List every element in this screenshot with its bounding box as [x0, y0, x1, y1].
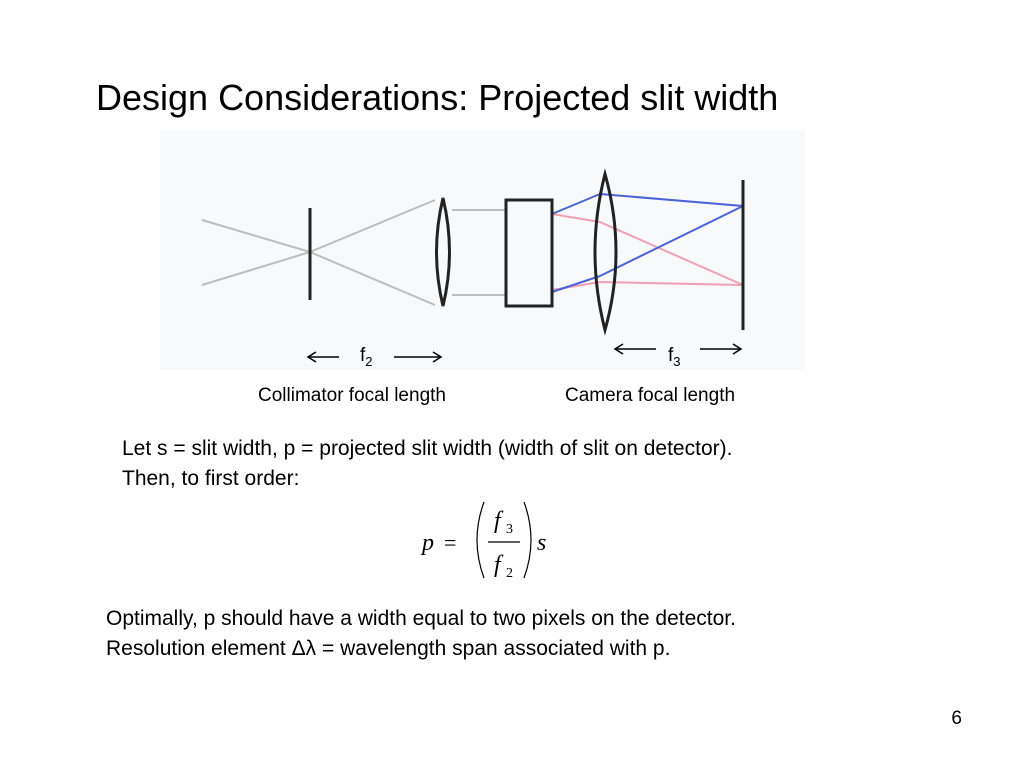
- left-paren: [476, 501, 485, 579]
- spectrograph-sketch: [160, 130, 805, 370]
- ray-upper-in: [201, 219, 311, 253]
- ray-lower-out: [309, 251, 436, 306]
- blue-ray-2: [599, 193, 744, 207]
- blue-rays: [551, 193, 744, 293]
- sketch-background: [160, 130, 805, 370]
- projected-width-formula: p = f 3 f 2 s: [420, 501, 546, 580]
- right-paren: [523, 501, 532, 579]
- f2-right-arrow-icon: [394, 351, 443, 363]
- formula-lhs: p: [420, 530, 434, 556]
- blue-ray-3: [551, 275, 601, 293]
- dispersive-element: [504, 198, 554, 308]
- definition-line: Let s = slit width, p = projected slit w…: [122, 437, 733, 460]
- f2-left-arrow-icon: [306, 351, 339, 363]
- camera-lens: [593, 168, 618, 336]
- collimator-caption: Collimator focal length: [258, 385, 446, 406]
- gray-rays: [201, 199, 506, 306]
- blue-ray-4: [599, 205, 744, 277]
- red-rays: [551, 213, 744, 291]
- optics: [308, 168, 745, 336]
- formula-numerator-subscript: 3: [506, 522, 513, 537]
- first-order-line: Then, to first order:: [122, 467, 300, 490]
- resolution-element-line: Resolution element Δλ = wavelength span …: [106, 637, 671, 660]
- optimal-width-line: Optimally, p should have a width equal t…: [106, 607, 736, 630]
- page-number: 6: [951, 708, 962, 729]
- f3-label: f3: [668, 345, 681, 369]
- formula-denominator-subscript: 2: [506, 566, 513, 580]
- red-ray-2: [599, 221, 744, 286]
- f3-right-arrow-icon: [700, 343, 743, 355]
- collimator-lens: [435, 197, 451, 307]
- red-ray-4: [599, 281, 744, 286]
- slide-title: Design Considerations: Projected slit wi…: [96, 77, 779, 118]
- f2-label: f2: [360, 345, 373, 369]
- camera-caption: Camera focal length: [565, 385, 736, 406]
- formula-denominator-symbol: f: [494, 552, 504, 578]
- formula-equals: =: [444, 530, 456, 555]
- f3-left-arrow-icon: [613, 343, 656, 355]
- ray-lower-in: [201, 251, 311, 286]
- red-ray-1: [551, 213, 601, 223]
- formula-rhs: s: [537, 530, 546, 556]
- formula-numerator-symbol: f: [494, 508, 504, 534]
- ray-upper-out: [309, 199, 436, 253]
- blue-ray-1: [551, 193, 601, 215]
